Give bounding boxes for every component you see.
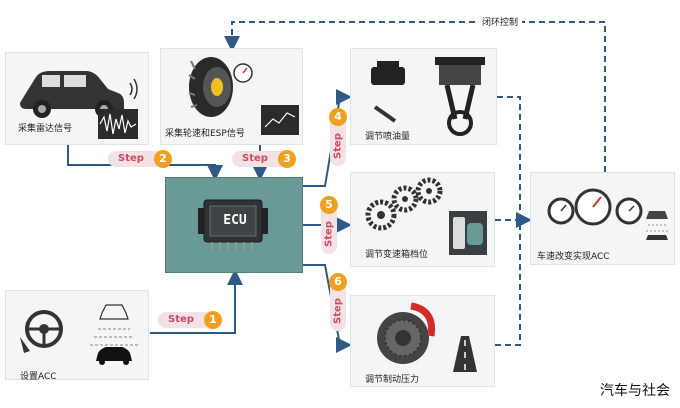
set-acc-label: 设置ACC: [20, 372, 57, 382]
step-6-pill: 6 Step: [329, 273, 347, 331]
step-4-number: 4: [329, 108, 347, 126]
brake-to-result-dashed: [495, 220, 521, 346]
step-5-text: Step: [323, 220, 335, 247]
radar-signal-box: 采集雷达信号: [5, 52, 149, 145]
graph-icon: [261, 105, 299, 135]
dashboard-gauges-icon: [547, 188, 643, 226]
fuel-output-box: 调节喷油量: [350, 48, 497, 145]
step-4-text: Step: [332, 132, 344, 159]
engine-piston-icon: [371, 57, 485, 136]
step-2-number: 2: [154, 150, 172, 168]
closed-loop-dashed: [224, 21, 606, 172]
step-2-text: Step: [118, 153, 144, 164]
step-4-pill: 4 Step: [329, 108, 347, 166]
wheel-esp-label: 采集轮速和ESP信号: [165, 129, 245, 139]
step-6-text: Step: [332, 297, 344, 324]
step-3-number: 3: [278, 150, 296, 168]
step-3-text: Step: [242, 153, 268, 164]
tire-icon: [188, 57, 253, 117]
step-1-number: 1: [204, 311, 222, 329]
brake-label: 调节制动压力: [365, 375, 420, 385]
step-5-pill: 5 Step: [320, 196, 338, 254]
step-1-text: Step: [168, 314, 194, 325]
road-icon: [453, 336, 477, 372]
radar-wave-icon: [98, 109, 138, 139]
acc-to-ecu-line: [150, 269, 243, 334]
step-6-number: 6: [329, 273, 347, 291]
result-label: 车速改变实现ACC: [537, 252, 610, 262]
gear-label: 调节变速箱档位: [365, 250, 429, 260]
ecu-label: ECU: [223, 213, 247, 228]
steering-wheel-icon: [20, 310, 63, 353]
result-box: 车速改变实现ACC: [530, 172, 675, 265]
set-acc-box: 设置ACC: [5, 290, 149, 382]
watermark: 汽车与社会: [600, 383, 670, 399]
gears-icon: [365, 177, 443, 231]
gear-output-box: 调节变速箱档位: [350, 172, 495, 267]
fuel-to-result-dashed: [497, 96, 521, 220]
step-3-pill: Step 3: [232, 150, 296, 168]
ecu-chip-icon: [198, 199, 268, 250]
wheel-esp-signal-box: 采集轮速和ESP信号: [160, 48, 303, 145]
brake-output-box: 调节制动压力: [350, 295, 495, 387]
fuel-label: 调节喷油量: [365, 132, 411, 142]
ecu-box: ECU: [165, 177, 303, 273]
step-5-number: 5: [320, 196, 338, 214]
brake-disc-icon: [377, 302, 436, 364]
closed-loop-label: 闭环控制: [478, 15, 523, 28]
acc-car-icon: [646, 211, 668, 240]
step-1-pill: Step 1: [158, 311, 222, 329]
gear-shifter-icon: [449, 211, 487, 255]
acc-cars-icon: [90, 304, 138, 365]
step-2-pill: Step 2: [108, 150, 172, 168]
radar-label: 采集雷达信号: [18, 124, 73, 134]
